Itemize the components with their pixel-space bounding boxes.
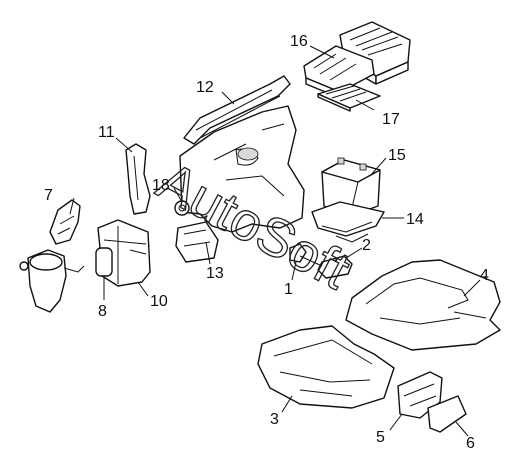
callout-6: 6 bbox=[466, 435, 475, 452]
callout-3: 3 bbox=[270, 411, 279, 428]
part-15-battery bbox=[321, 157, 381, 217]
callout-16: 16 bbox=[290, 33, 308, 50]
pump-assembly bbox=[19, 249, 85, 313]
callout-labels: 16 12 11 18 17 15 14 2 1 4 13 7 8 10 3 5… bbox=[44, 33, 489, 452]
callout-4: 4 bbox=[480, 267, 489, 284]
part-8-pump bbox=[95, 247, 113, 290]
callout-13: 13 bbox=[206, 265, 224, 282]
part-4-undertray bbox=[345, 259, 501, 351]
part-7-bracket bbox=[49, 199, 81, 245]
callout-17: 17 bbox=[382, 111, 400, 128]
part-13-body-panel bbox=[174, 105, 305, 263]
callout-2: 2 bbox=[362, 237, 371, 254]
callout-12: 12 bbox=[196, 79, 214, 96]
callout-8: 8 bbox=[98, 303, 107, 320]
part-6-pad bbox=[427, 395, 467, 433]
callout-1: 1 bbox=[284, 281, 293, 298]
part-11-bracket bbox=[125, 143, 151, 215]
callout-10: 10 bbox=[150, 293, 168, 310]
part-3-undertray bbox=[257, 325, 395, 409]
callout-14: 14 bbox=[406, 211, 424, 228]
part-14-tray bbox=[311, 201, 385, 243]
part-16-box bbox=[303, 21, 411, 99]
part-1-2-clamp bbox=[289, 243, 353, 279]
part-12-rail bbox=[183, 75, 291, 145]
leader-lines bbox=[69, 45, 481, 437]
callout-15: 15 bbox=[388, 147, 406, 164]
part-17-plate bbox=[317, 83, 381, 112]
callout-7: 7 bbox=[44, 187, 53, 204]
callout-18: 18 bbox=[152, 177, 170, 194]
callout-11: 11 bbox=[98, 124, 115, 141]
callout-5: 5 bbox=[376, 429, 385, 446]
